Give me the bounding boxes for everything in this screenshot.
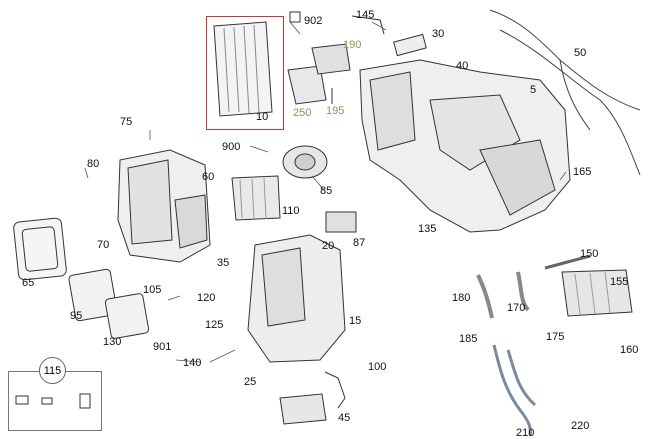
gasket-frame-part [13,217,67,281]
electric-heater-part [544,254,633,317]
callout-50: 50 [574,47,587,59]
resistor-part [325,211,357,233]
wiring-harness-part [489,9,641,176]
callout-901: 901 [153,341,172,353]
callout-195: 195 [326,105,345,117]
callout-5: 5 [530,84,537,96]
callout-25: 25 [244,376,257,388]
callout-10: 10 [256,111,269,123]
callout-110: 110 [282,205,300,217]
callout-135: 135 [418,223,437,235]
callout-95: 95 [70,310,83,322]
callout-210: 210 [516,427,535,439]
callout-60: 60 [202,171,215,183]
ac-pipe-part [492,344,537,437]
leader-lines [84,21,567,363]
callout-87: 87 [353,237,366,249]
callout-140: 140 [183,357,202,369]
callout-70: 70 [97,239,110,251]
callout-180: 180 [452,292,471,304]
callout-175: 175 [546,331,565,343]
callout-160: 160 [620,344,639,356]
legend-callout-label: 115 [43,365,62,377]
callout-250: 250 [293,107,312,119]
callout-145: 145 [356,9,375,21]
callout-75: 75 [120,116,133,128]
callout-155: 155 [610,276,629,288]
callout-190: 190 [343,39,362,51]
callout-125: 125 [205,319,224,331]
callout-20: 20 [322,240,335,252]
callout-30: 30 [432,28,445,40]
callout-130: 130 [103,336,122,348]
callout-35: 35 [217,257,230,269]
legend-callout-circle: 115 [39,357,66,384]
air-flap-parts [68,268,150,339]
callout-105: 105 [143,284,162,296]
heater-core-part [231,175,281,221]
callout-165: 165 [573,166,592,178]
callout-85: 85 [320,185,333,197]
main-hvac-housing-part [351,15,571,233]
callout-220: 220 [571,420,590,432]
callout-120: 120 [197,292,216,304]
left-housing-part [117,149,211,263]
callout-170: 170 [507,302,526,314]
callout-40: 40 [456,60,469,72]
filter-housing-cover-part [287,11,351,105]
highlight-box-filter [206,16,284,130]
callout-45: 45 [338,412,351,424]
coolant-hoses-part [476,271,530,319]
blower-motor-part [282,145,328,179]
callout-185: 185 [459,333,478,345]
callout-150: 150 [580,248,599,260]
callout-15: 15 [349,315,362,327]
callout-100: 100 [368,361,387,373]
legend-fasteners [15,393,91,409]
evaporator-part [279,371,346,425]
callout-900: 900 [222,141,241,153]
callout-65: 65 [22,277,35,289]
lower-housing-part [247,234,346,363]
cabin-filter-part [213,21,273,117]
callout-902: 902 [304,15,323,27]
callout-80: 80 [87,158,100,170]
